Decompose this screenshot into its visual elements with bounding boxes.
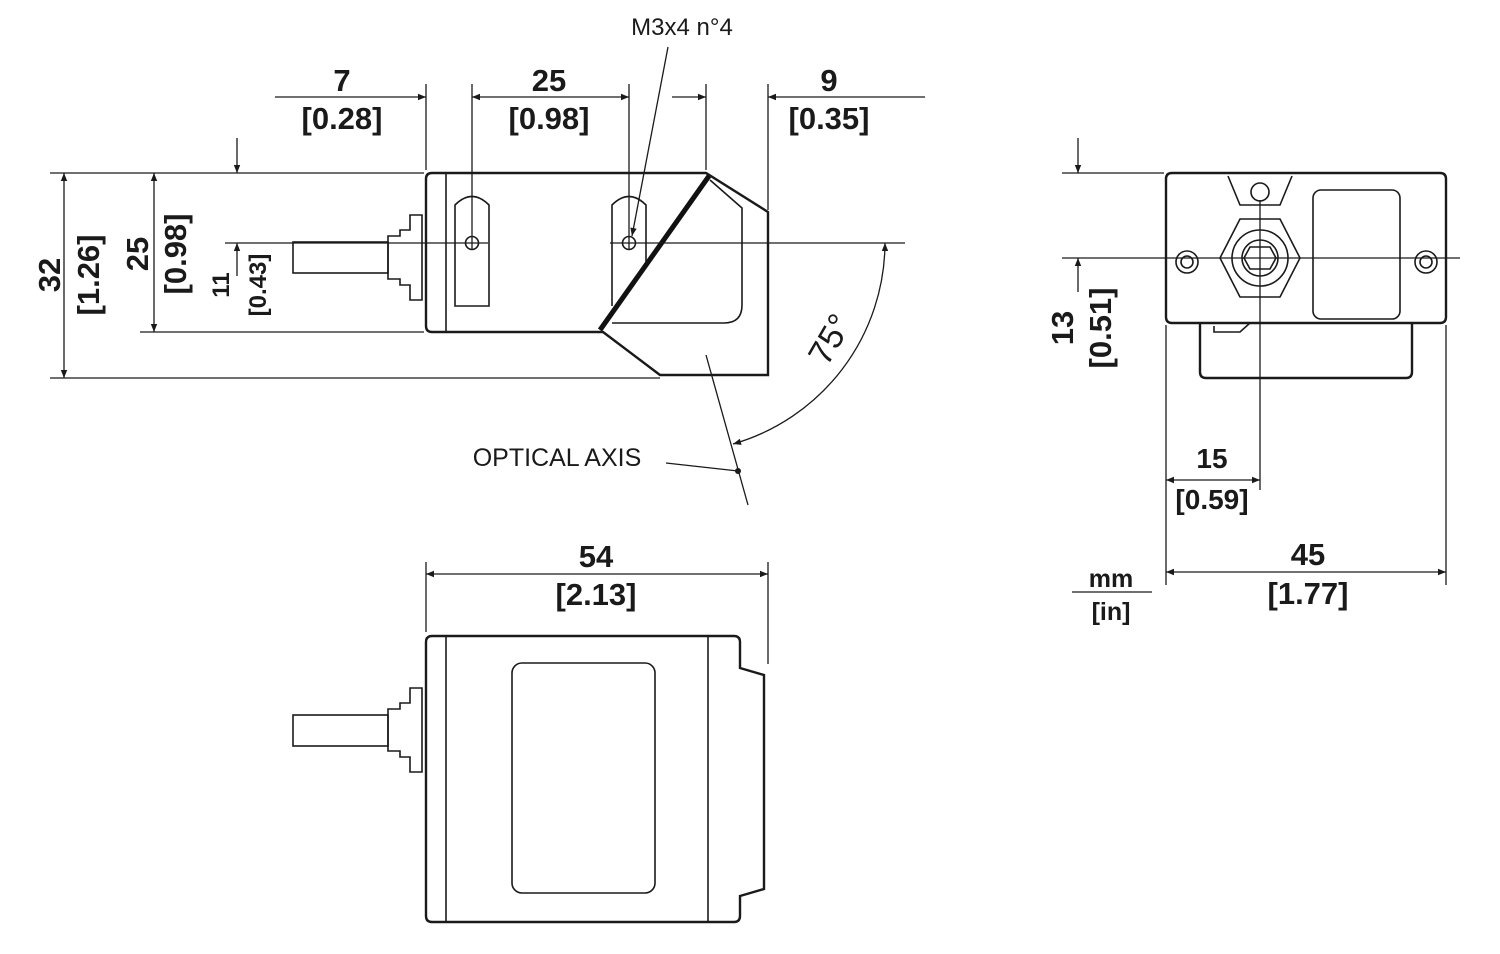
- front-view: 13 [0.51] 15 [0.59] 45 [1.77] mm [in]: [1045, 138, 1460, 626]
- display-window-top: [511, 662, 656, 894]
- dim-25-mm: 25: [532, 63, 566, 98]
- optical-axis-label: OPTICAL AXIS: [473, 444, 642, 472]
- dim-9-mm: 9: [820, 63, 837, 98]
- dim-25v-in: [0.98]: [158, 214, 193, 295]
- sensor-body-front: [1164, 171, 1448, 325]
- display-window-front: [1312, 189, 1401, 320]
- dim-15-in: [0.59]: [1175, 484, 1248, 515]
- dim-32-mm: 32: [32, 258, 67, 292]
- dim-13-in: [0.51]: [1083, 288, 1118, 369]
- sensor-body-top: [424, 634, 766, 924]
- dim-15-mm: 15: [1196, 443, 1227, 474]
- top-view: 54 [2.13]: [292, 539, 769, 924]
- dim-54-in: [2.13]: [556, 577, 637, 612]
- cable-top: [292, 714, 389, 747]
- screw-left: [1175, 250, 1199, 274]
- dim-45-in: [1.77]: [1268, 576, 1349, 611]
- dim-32-in: [1.26]: [71, 235, 106, 316]
- units-in: [in]: [1092, 598, 1131, 626]
- dim-7-mm: 7: [333, 63, 350, 98]
- dim-9-in: [0.35]: [789, 101, 870, 136]
- dim-11-in: [0.43]: [245, 254, 272, 317]
- dim-25v-mm: 25: [120, 237, 155, 271]
- cable-gland-top: [387, 687, 423, 773]
- cable-gland: [387, 214, 423, 301]
- mounting-slot-1: [454, 195, 490, 307]
- dim-7-in: [0.28]: [302, 101, 383, 136]
- side-view: M3x4 n°4 7 [0.28] 25 [0.98] 9 [0.35] 32 …: [32, 14, 925, 506]
- sensor-body-side: [424, 171, 770, 377]
- dim-54-mm: 54: [579, 539, 614, 574]
- screw-right: [1414, 250, 1438, 274]
- dim-45-mm: 45: [1291, 537, 1325, 572]
- dim-25-in: [0.98]: [509, 101, 590, 136]
- units-mm: mm: [1089, 565, 1133, 593]
- dim-13-mm: 13: [1045, 311, 1080, 345]
- dim-11-mm: 11: [208, 272, 235, 297]
- thread-note: M3x4 n°4: [631, 14, 733, 41]
- angle-label: 75°: [801, 308, 860, 372]
- cable: [292, 241, 389, 274]
